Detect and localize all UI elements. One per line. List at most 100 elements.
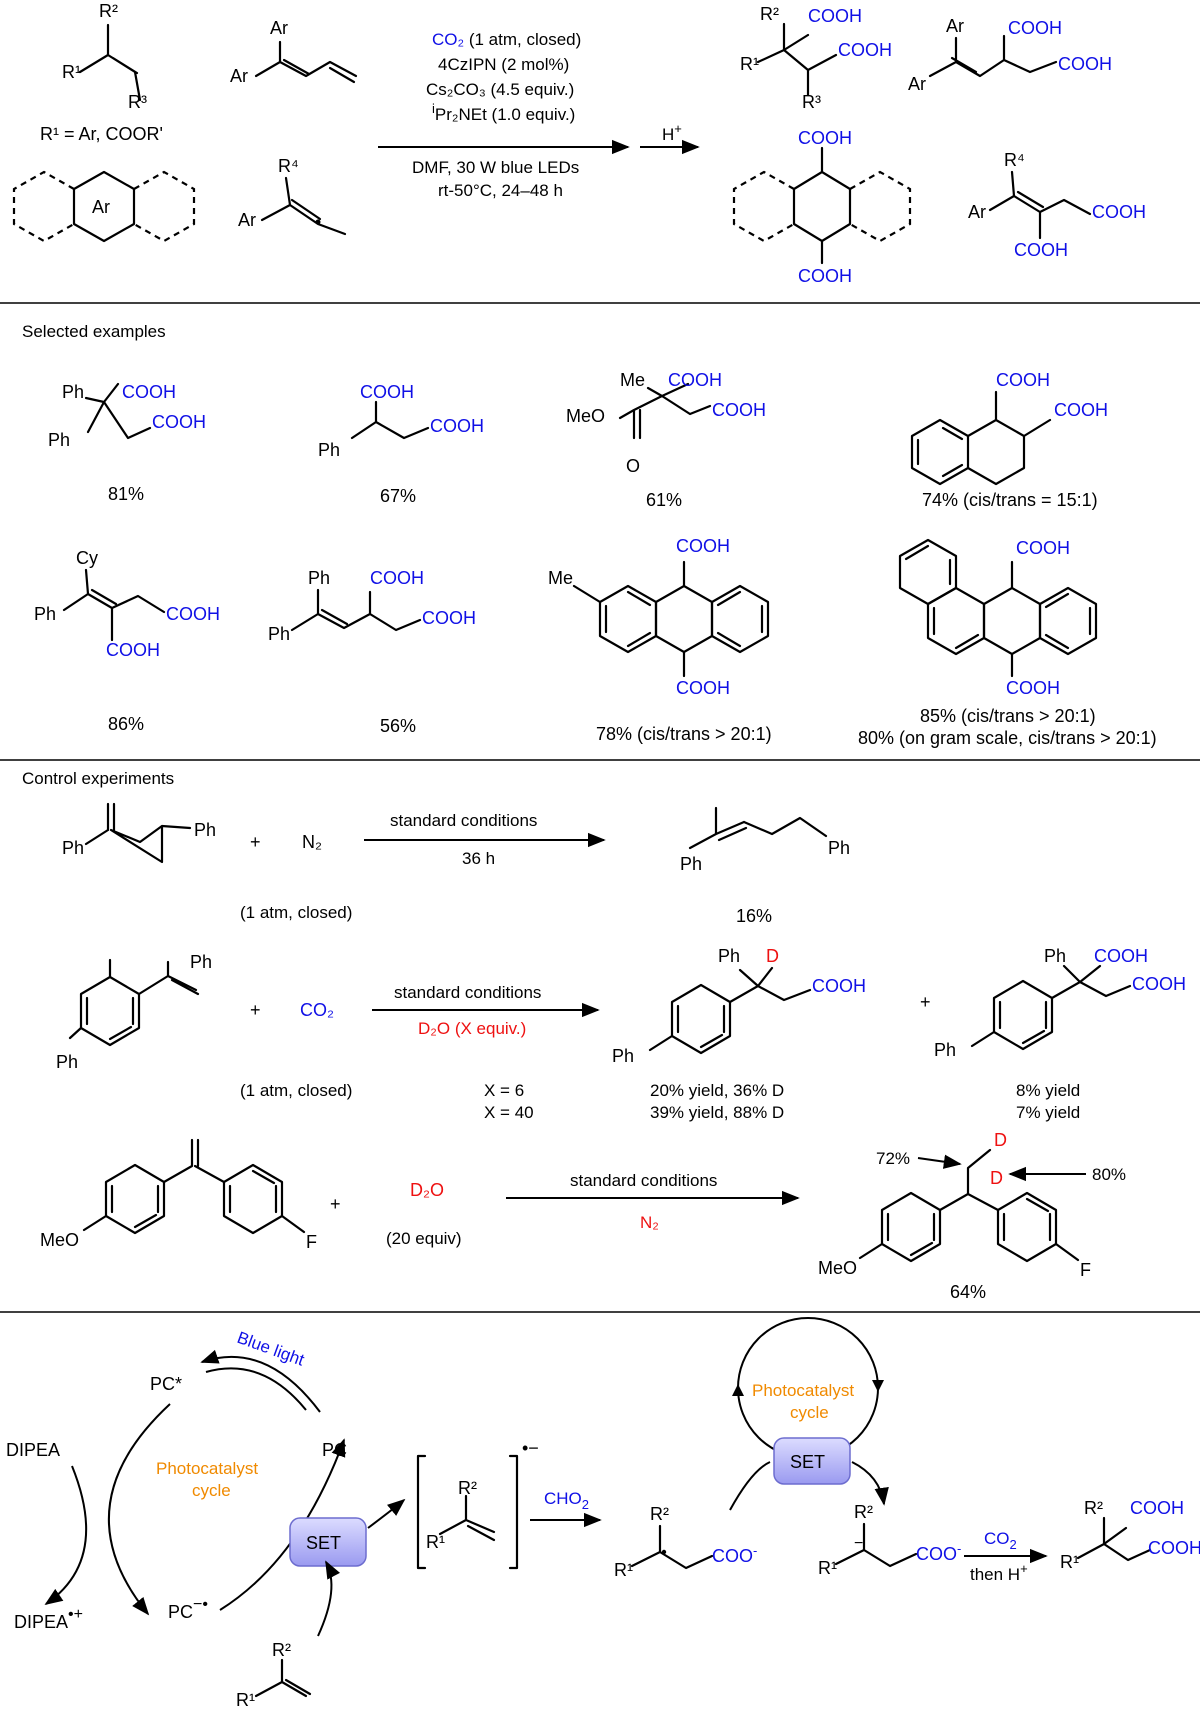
svg-text:Ar: Ar bbox=[946, 16, 964, 36]
svg-text:Ar: Ar bbox=[238, 210, 256, 230]
svg-text:Ph: Ph bbox=[34, 604, 56, 624]
svg-text:Ar: Ar bbox=[968, 202, 986, 222]
example-4: COOH COOH 74% (cis/trans = 15:1) bbox=[910, 370, 1108, 510]
svg-text:Cs₂CO₃ (4.5 equiv.): Cs₂CO₃ (4.5 equiv.) bbox=[426, 80, 574, 99]
svg-text:COOH: COOH bbox=[1132, 974, 1186, 994]
svg-text:+: + bbox=[920, 992, 931, 1012]
svg-text:cycle: cycle bbox=[192, 1481, 231, 1500]
svg-text:COO-: COO- bbox=[916, 1541, 961, 1564]
yield-ex1: 81% bbox=[108, 484, 144, 504]
svg-text:COOH: COOH bbox=[166, 604, 220, 624]
svg-text:COOH: COOH bbox=[996, 370, 1050, 390]
svg-text:R²: R² bbox=[272, 1640, 291, 1660]
svg-text:R¹: R¹ bbox=[236, 1690, 255, 1710]
control-experiments: Control experiments Ph Ph + N₂ (1 atm, c… bbox=[22, 769, 1186, 1302]
svg-text:Ph: Ph bbox=[56, 1052, 78, 1072]
examples-heading: Selected examples bbox=[22, 322, 166, 341]
svg-text:COO-: COO- bbox=[712, 1543, 757, 1566]
svg-text:20% yield, 36% D: 20% yield, 36% D bbox=[650, 1081, 784, 1100]
diene-substrate: Ar Ar bbox=[230, 18, 358, 86]
yield-ex5: 86% bbox=[108, 714, 144, 734]
svg-text:R²: R² bbox=[760, 4, 779, 24]
svg-text:MeO: MeO bbox=[566, 406, 605, 426]
svg-text:R¹: R¹ bbox=[1060, 1552, 1079, 1572]
svg-text:COOH: COOH bbox=[668, 370, 722, 390]
svg-text:COOH: COOH bbox=[676, 536, 730, 556]
svg-text:R⁴: R⁴ bbox=[1004, 150, 1025, 170]
svg-text:Photocatalyst: Photocatalyst bbox=[156, 1459, 258, 1478]
svg-text:Ph: Ph bbox=[718, 946, 740, 966]
yield-ex8: 85% (cis/trans > 20:1) bbox=[920, 706, 1096, 726]
svg-text:D: D bbox=[994, 1130, 1007, 1150]
svg-text:F: F bbox=[1080, 1260, 1091, 1280]
yield-ex6: 56% bbox=[380, 716, 416, 736]
svg-text:COOH: COOH bbox=[1054, 400, 1108, 420]
svg-text:MeO: MeO bbox=[818, 1258, 857, 1278]
svg-text:Ph: Ph bbox=[268, 624, 290, 644]
svg-text:+: + bbox=[250, 1000, 261, 1020]
example-7: Me COOH COOH 78% (cis/trans > 20:1) bbox=[548, 536, 772, 744]
product-allene-diacid: R⁴ Ar COOH COOH bbox=[968, 150, 1146, 260]
carbanion: R² R¹ − COO- CO2 then H+ bbox=[818, 1502, 1048, 1584]
svg-text:rt-50°C, 24–48 h: rt-50°C, 24–48 h bbox=[438, 181, 563, 200]
svg-text:Ph: Ph bbox=[194, 820, 216, 840]
svg-text:PC*: PC* bbox=[150, 1374, 182, 1394]
control-heading: Control experiments bbox=[22, 769, 174, 788]
svg-text:standard conditions: standard conditions bbox=[570, 1171, 717, 1190]
svg-text:+: + bbox=[250, 832, 261, 852]
svg-text:D: D bbox=[990, 1168, 1003, 1188]
example-6: Ph Ph COOH COOH 56% bbox=[268, 568, 476, 736]
svg-text:80%: 80% bbox=[1092, 1165, 1126, 1184]
product-dihydroarene-diacid: COOH COOH bbox=[732, 128, 912, 286]
control-experiment-2: Ph Ph + CO₂ (1 atm, closed) standard con… bbox=[56, 946, 1186, 1122]
svg-text:16%: 16% bbox=[736, 906, 772, 926]
svg-text:COOH: COOH bbox=[430, 416, 484, 436]
svg-text:D₂O: D₂O bbox=[410, 1180, 444, 1200]
reaction-conditions: CO₂ (1 atm, closed) 4CzIPN (2 mol%) Cs₂C… bbox=[378, 30, 700, 200]
yield-ex7: 78% (cis/trans > 20:1) bbox=[596, 724, 772, 744]
svg-text:Ph: Ph bbox=[828, 838, 850, 858]
svg-text:DIPEA•+: DIPEA•+ bbox=[14, 1606, 83, 1632]
svg-text:39% yield, 88% D: 39% yield, 88% D bbox=[650, 1103, 784, 1122]
control-experiment-3: MeO F + D₂O (20 equiv) standard conditio… bbox=[40, 1130, 1126, 1302]
example-3: Me COOH MeO COOH O 61% bbox=[566, 370, 766, 510]
svg-text:Ar: Ar bbox=[908, 74, 926, 94]
svg-text:−: − bbox=[854, 1535, 863, 1552]
svg-text:SET: SET bbox=[790, 1452, 825, 1472]
svg-text:R²: R² bbox=[1084, 1498, 1103, 1518]
arene-substrate: Ar bbox=[12, 170, 196, 243]
example-5: Cy Ph COOH COOH 86% bbox=[34, 548, 220, 734]
allene-substrate: R⁴ Ar bbox=[238, 156, 347, 236]
svg-text:COOH: COOH bbox=[798, 128, 852, 148]
svg-text:COOH: COOH bbox=[1058, 54, 1112, 74]
alkene-substrate: R² R¹ R³ R¹ = Ar, COOR' bbox=[40, 1, 163, 144]
svg-text:Photocatalyst: Photocatalyst bbox=[752, 1381, 854, 1400]
yield-ex8-gram: 80% (on gram scale, cis/trans > 20:1) bbox=[858, 728, 1157, 748]
svg-text:R⁴: R⁴ bbox=[278, 156, 299, 176]
svg-text:R²: R² bbox=[650, 1504, 669, 1524]
svg-text:COOH: COOH bbox=[798, 266, 852, 286]
example-8: COOH COOH 85% (cis/trans > 20:1) 80% (on… bbox=[858, 538, 1157, 748]
svg-text:COOH: COOH bbox=[1130, 1498, 1184, 1518]
svg-text:R¹: R¹ bbox=[62, 62, 81, 82]
svg-text:Ph: Ph bbox=[934, 1040, 956, 1060]
svg-text:•−: •− bbox=[522, 1438, 539, 1458]
svg-text:R¹: R¹ bbox=[426, 1532, 445, 1552]
svg-text:R¹: R¹ bbox=[740, 54, 759, 74]
svg-text:COOH: COOH bbox=[422, 608, 476, 628]
yield-ex4: 74% (cis/trans = 15:1) bbox=[922, 490, 1098, 510]
svg-text:X = 6: X = 6 bbox=[484, 1081, 524, 1100]
svg-text:Ph: Ph bbox=[62, 382, 84, 402]
svg-text:D: D bbox=[766, 946, 779, 966]
blue-light-label: Blue light bbox=[235, 1328, 307, 1370]
svg-text:Ph: Ph bbox=[62, 838, 84, 858]
svg-text:COOH: COOH bbox=[1092, 202, 1146, 222]
selected-examples: Selected examples Ph COOH Ph COOH 81% CO… bbox=[22, 322, 1157, 748]
svg-text:R¹: R¹ bbox=[818, 1558, 837, 1578]
svg-text:4CzIPN (2 mol%): 4CzIPN (2 mol%) bbox=[438, 55, 569, 74]
svg-text:R²: R² bbox=[99, 1, 118, 21]
svg-text:COOH: COOH bbox=[106, 640, 160, 660]
svg-text:72%: 72% bbox=[876, 1149, 910, 1168]
alkene-input: R² R¹ bbox=[236, 1560, 341, 1710]
